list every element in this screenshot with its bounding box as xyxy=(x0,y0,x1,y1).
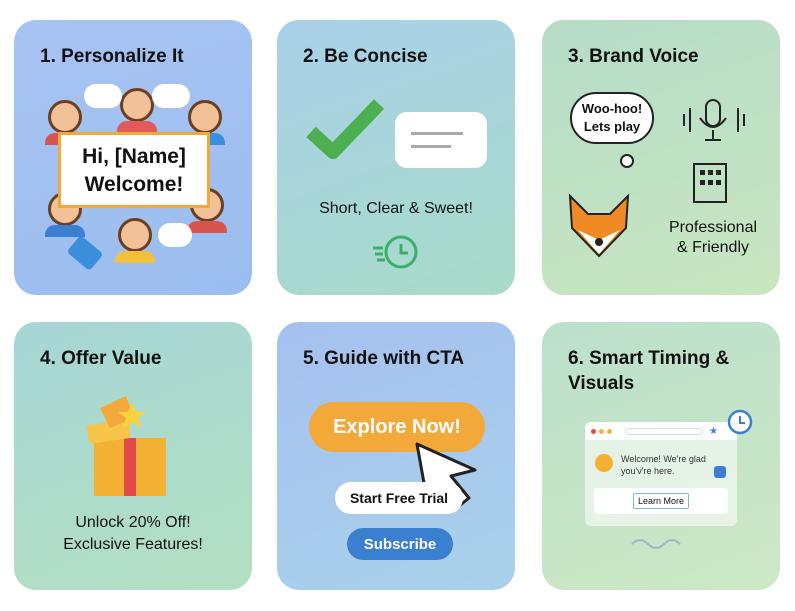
building-icon xyxy=(693,163,727,203)
fox-mascot-icon xyxy=(568,193,630,258)
caption-line: & Friendly xyxy=(676,239,750,256)
card-concise: 2. Be Concise Short, Clear & Sweet! xyxy=(277,20,515,295)
thought-dot xyxy=(620,154,634,168)
explore-now-button[interactable]: Explore Now! xyxy=(309,402,485,452)
checkmark-icon xyxy=(306,99,385,159)
wave-decoration-icon xyxy=(631,539,681,549)
speech-bubble: Woo-hoo! Lets play xyxy=(570,92,654,144)
card-title: 6. Smart Timing & Visuals xyxy=(568,346,729,396)
caption-line: Exclusive Features! xyxy=(63,536,203,553)
card-title: 1. Personalize It xyxy=(40,46,184,67)
caption-line: Professional xyxy=(668,219,758,236)
greeting-line: Welcome! xyxy=(84,173,184,196)
title-line: Visuals xyxy=(568,373,635,394)
chat-bubble-icon xyxy=(152,84,190,108)
avatar xyxy=(185,100,225,145)
cta-panel: Learn More xyxy=(594,488,728,514)
fast-clock-icon xyxy=(373,235,418,269)
card-smart-timing: 6. Smart Timing & Visuals ★ Welcome! We'… xyxy=(542,322,780,590)
welcome-message: Welcome! We're glad you'v're here. xyxy=(621,454,706,476)
card-caption: Unlock 20% Off! Exclusive Features! xyxy=(14,512,252,556)
star-icon: ★ xyxy=(709,425,718,437)
avatar xyxy=(115,218,155,263)
card-brand-voice: 3. Brand Voice Woo-hoo! Lets play Profes… xyxy=(542,20,780,295)
greeting-line: Hi, [Name] xyxy=(82,145,186,168)
title-line: 6. Smart Timing & xyxy=(568,348,730,369)
gift-box-icon xyxy=(86,396,166,496)
card-guide-cta: 5. Guide with CTA Explore Now! Start Fre… xyxy=(277,322,515,590)
message-bubble-icon xyxy=(395,112,487,168)
card-title: 3. Brand Voice xyxy=(568,46,699,67)
thumbs-up-icon xyxy=(714,466,726,478)
avatar xyxy=(117,88,157,133)
smiley-icon xyxy=(595,454,613,472)
card-title: 4. Offer Value xyxy=(40,348,162,369)
start-free-trial-button[interactable]: Start Free Trial xyxy=(335,482,463,514)
browser-window: ★ Welcome! We're glad you'v're here. Lea… xyxy=(585,422,737,526)
bubble-line: Woo-hoo! xyxy=(581,101,643,116)
card-title: 5. Guide with CTA xyxy=(303,348,465,369)
card-personalize: 1. Personalize It Hi, [Name] Welcome! xyxy=(14,20,252,295)
card-offer-value: 4. Offer Value Unlock 20% Off! Exclusive… xyxy=(14,322,252,590)
subscribe-button[interactable]: Subscribe xyxy=(347,528,453,560)
microphone-icon xyxy=(683,99,745,141)
card-caption: Short, Clear & Sweet! xyxy=(319,200,473,217)
chat-bubble-icon xyxy=(158,223,192,247)
tag-icon xyxy=(66,234,104,272)
learn-more-button[interactable]: Learn More xyxy=(632,493,690,509)
bubble-line: Lets play xyxy=(583,119,641,134)
card-caption: Professional & Friendly xyxy=(658,218,768,258)
caption-line: Unlock 20% Off! xyxy=(75,514,191,531)
card-title: 2. Be Concise xyxy=(303,46,428,67)
avatar xyxy=(45,100,85,145)
chat-bubble-icon xyxy=(84,84,122,108)
greeting-bubble: Hi, [Name] Welcome! xyxy=(58,132,210,208)
clock-icon xyxy=(727,409,753,435)
